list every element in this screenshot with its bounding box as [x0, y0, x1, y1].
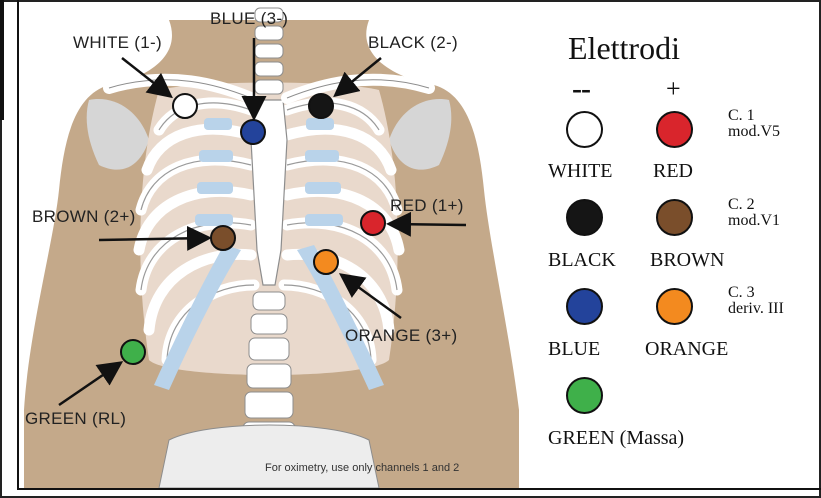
legend-dot-red [656, 111, 693, 148]
legend-dot-white [566, 111, 603, 148]
pelvis [159, 425, 379, 488]
legend-name-green: GREEN (Massa) [548, 427, 684, 450]
electrode-blue [241, 120, 265, 144]
label-orange: ORANGE (3+) [345, 326, 457, 346]
legend-channel-3-desc: deriv. III [728, 301, 784, 317]
electrode-black [309, 94, 333, 118]
electrode-white [173, 94, 197, 118]
legend-channel-2: C. 2 [728, 197, 755, 213]
legend-channel-2-desc: mod.V1 [728, 213, 780, 229]
legend-name-orange: ORANGE [645, 338, 728, 361]
legend-name-blue: BLUE [548, 338, 600, 361]
electrode-orange [314, 250, 338, 274]
legend-name-white: WHITE [548, 160, 612, 183]
label-black: BLACK (2-) [368, 33, 458, 53]
legend-name-brown: BROWN [650, 249, 724, 272]
legend-channel-1: C. 1 [728, 108, 755, 124]
label-red: RED (1+) [390, 196, 464, 216]
label-white: WHITE (1-) [73, 33, 162, 53]
electrode-green [121, 340, 145, 364]
label-brown: BROWN (2+) [32, 207, 136, 227]
legend-dot-black [566, 199, 603, 236]
left-edge-bar [0, 0, 4, 120]
legend-name-red: RED [653, 160, 693, 183]
legend-channel-3: C. 3 [728, 285, 755, 301]
bottom-border [17, 488, 821, 490]
legend-dot-green [566, 377, 603, 414]
legend-dot-orange [656, 288, 693, 325]
legend-dot-brown [656, 199, 693, 236]
electrode-brown [211, 226, 235, 250]
label-green: GREEN (RL) [25, 409, 126, 429]
footnote: For oximetry, use only channels 1 and 2 [265, 462, 459, 474]
label-blue: BLUE (3-) [210, 9, 288, 29]
legend-title: Elettrodi [568, 30, 680, 67]
legend-channel-1-desc: mod.V5 [728, 124, 780, 140]
legend-name-black: BLACK [548, 249, 616, 272]
legend-dot-blue [566, 288, 603, 325]
plus-symbol: + [666, 74, 681, 104]
minus-symbol: -- [572, 72, 590, 106]
electrode-red [361, 211, 385, 235]
